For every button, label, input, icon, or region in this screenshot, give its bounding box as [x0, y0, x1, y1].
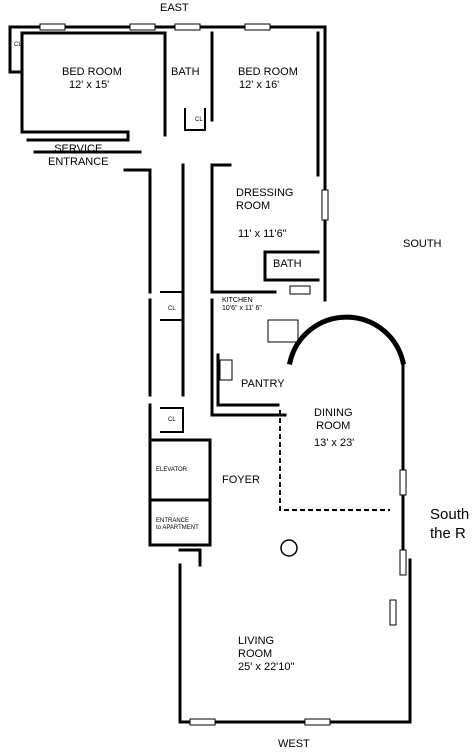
room-name-kitchen: KITCHEN: [222, 297, 253, 304]
window: [399, 469, 407, 496]
room-size-kitchen: 10'6" x 11' 6": [222, 305, 262, 312]
kitchen-counter: [267, 319, 299, 343]
closet-label: CL: [14, 42, 22, 48]
wall-kitchen-west: [210, 298, 287, 417]
closet-label: CL: [168, 417, 176, 423]
dining-opening: [279, 410, 390, 511]
wall-elevator-box: [148, 438, 212, 547]
room-name-bed-room-2: BED ROOM: [238, 66, 298, 78]
compass-west: WEST: [278, 738, 310, 750]
window: [174, 23, 201, 31]
room-name-bed-room-1: BED ROOM: [62, 66, 122, 78]
cut-text-line2: the R: [430, 525, 466, 542]
compass-south: SOUTH: [403, 238, 442, 250]
cut-text-line1: South: [430, 506, 470, 523]
window: [39, 23, 66, 31]
closet: [184, 108, 206, 131]
wall-bedroom1-bottom: [26, 130, 130, 142]
room-name-dressing-room: DRESSING ROOM: [236, 187, 294, 212]
room-name-bath-2: BATH: [273, 258, 302, 270]
window: [244, 23, 271, 31]
window: [189, 718, 216, 726]
room-size-dressing-room: 11' x 11'6": [238, 228, 287, 240]
wall-corridor-west: [123, 168, 152, 294]
window: [304, 718, 331, 726]
wall-foyer-west: [178, 548, 202, 567]
closet-label: CL: [195, 117, 203, 123]
wall-bath2: [263, 250, 320, 282]
wall-dining-arc: [286, 314, 407, 366]
closet: [160, 291, 184, 321]
compass-east: EAST: [160, 2, 189, 14]
room-size-dining-room: 13' x 23': [314, 437, 355, 449]
room-name-pantry: PANTRY: [241, 378, 285, 390]
kitchen-stove: [219, 359, 233, 381]
room-size-bed-room-1: 12' x 15': [69, 79, 110, 91]
room-name-service-entrance: SERVICE ENTRANCE: [48, 143, 109, 168]
column: [280, 539, 298, 557]
room-name-elevator: ELEVATOR: [156, 467, 188, 473]
room-name-dining-room: DINING ROOM: [314, 407, 353, 432]
window: [129, 23, 156, 31]
room-name-foyer: FOYER: [222, 474, 260, 486]
wall-pantry: [216, 353, 280, 407]
wall-bedroom1-west: [20, 70, 130, 134]
wall-nw: [8, 25, 24, 74]
room-name-living-room: LIVING ROOM: [238, 635, 275, 660]
closet-label: CL: [168, 306, 176, 312]
window: [399, 549, 407, 576]
closet: [160, 407, 184, 433]
window: [389, 599, 397, 626]
room-size-bed-room-2: 12' x 16': [239, 79, 280, 91]
bath-tub: [289, 285, 311, 295]
room-name-bath-1: BATH: [171, 66, 200, 78]
window: [321, 189, 329, 221]
room-size-living-room: 25' x 22'10": [238, 661, 295, 673]
room-name-entrance: ENTRANCE to APARTMENT: [156, 518, 199, 531]
